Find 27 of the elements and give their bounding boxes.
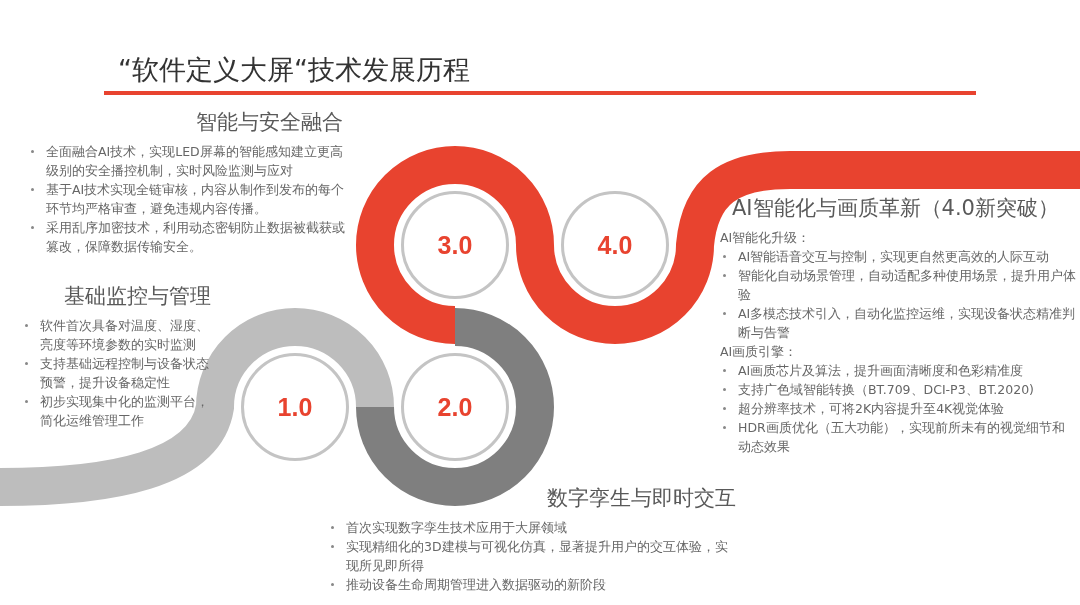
bullet-item: 基于AI技术实现全链审核，内容从制作到发布的每个环节均严格审查，避免违规内容传播。 — [28, 180, 353, 218]
slide-title: “软件定义大屏“技术发展历程 — [118, 53, 470, 87]
bullet-item: 超分辨率技术，可将2K内容提升至4K视觉体验 — [720, 399, 1076, 418]
stage-heading: AI智能化与画质革新（4.0新突破） — [731, 195, 1060, 222]
bullet-item: 实现精细化的3D建模与可视化仿真，显著提升用户的交互体验，实现所见即所得 — [328, 537, 728, 575]
bullet-item: AI智能语音交互与控制，实现更自然更高效的人际互动 — [720, 247, 1076, 266]
bullet-item: AI多模态技术引入，自动化监控运维，实现设备状态精准判断与告警 — [720, 304, 1076, 342]
bullet-item: HDR画质优化（五大功能），实现前所未有的视觉细节和动态效果 — [720, 418, 1076, 456]
sub-heading: AI画质引擎： — [720, 343, 799, 361]
stage-heading: 数字孪生与即时交互 — [546, 485, 736, 512]
stage-heading: 智能与安全融合 — [195, 109, 344, 136]
stage-circle: 3.0 — [401, 191, 509, 299]
bullet-item: 智能化自动场景管理，自动适配多种使用场景，提升用户体验 — [720, 266, 1076, 304]
stage-circle: 2.0 — [401, 353, 509, 461]
bullet-item: 推动设备生命周期管理进入数据驱动的新阶段 — [328, 575, 728, 594]
bullet-item: 软件首次具备对温度、湿度、亮度等环境参数的实时监测 — [22, 316, 212, 354]
sub-heading: AI智能化升级： — [720, 229, 812, 247]
stage-heading: 基础监控与管理 — [63, 283, 212, 310]
bullet-item: 初步实现集中化的监测平台，简化运维管理工作 — [22, 392, 212, 430]
bullet-item: 支持广色域智能转换（BT.709、DCI-P3、BT.2020) — [720, 380, 1076, 399]
bullet-item: AI画质芯片及算法，提升画面清晰度和色彩精准度 — [720, 361, 1076, 380]
stage-circle: 4.0 — [561, 191, 669, 299]
bullet-item: 全面融合AI技术，实现LED屏幕的智能感知建立更高级别的安全播控机制，实时风险监测与应对 — [28, 142, 353, 180]
bullet-item: 支持基础远程控制与设备状态预警，提升设备稳定性 — [22, 354, 212, 392]
bullet-item: 首次实现数字孪生技术应用于大屏领域 — [328, 518, 728, 537]
stage-circle: 1.0 — [241, 353, 349, 461]
bullet-item: 采用乱序加密技术，利用动态密钥防止数据被截获或篡改，保障数据传输安全。 — [28, 218, 353, 256]
